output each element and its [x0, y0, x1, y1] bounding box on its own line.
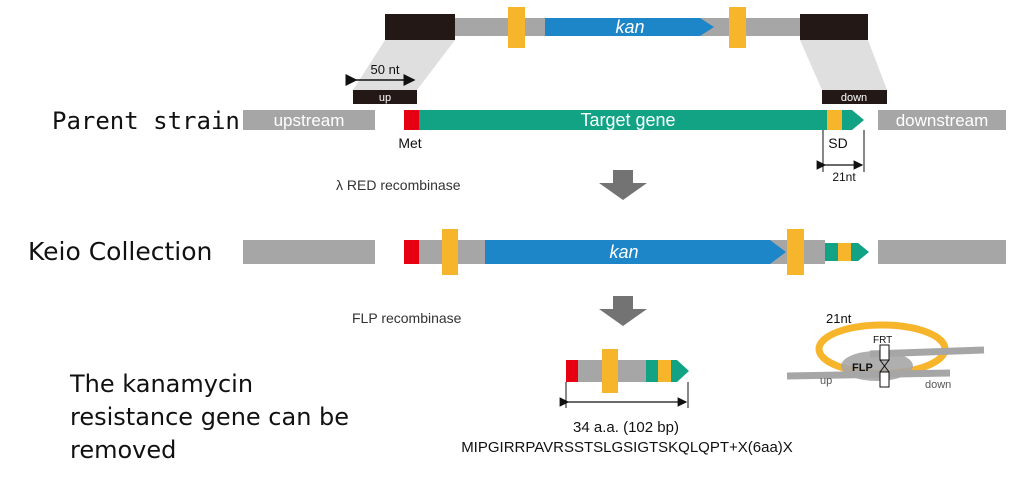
- target-gene-body: [419, 110, 827, 130]
- target-gene-label: Target gene: [580, 110, 675, 130]
- downstream-label: downstream: [896, 111, 989, 130]
- parent-strain-label: Parent strain: [52, 107, 240, 135]
- sd-region: [827, 110, 842, 130]
- sd-label: SD: [828, 135, 847, 151]
- note-line-3: removed: [70, 436, 177, 464]
- cassette-kan-label: kan: [615, 17, 644, 37]
- sd-length-label: 21nt: [832, 170, 856, 184]
- flp-enzyme-label: FLP: [852, 362, 873, 374]
- keio-chromosome: kan: [243, 229, 1006, 275]
- upstream-label: upstream: [274, 111, 345, 130]
- keio-frt-right: [787, 229, 804, 275]
- keio-gene-tail: [825, 243, 838, 261]
- flp-step-label: FLP recombinase: [352, 310, 462, 326]
- lambda-red-label: λ RED recombinase: [336, 177, 461, 193]
- frt-site-bottom: [879, 371, 890, 388]
- frt-site-top: [879, 344, 890, 361]
- step-arrow-2: [599, 296, 647, 326]
- keio-kan-label: kan: [609, 242, 638, 262]
- parent-chromosome: upstream Target gene downstream: [243, 110, 1006, 130]
- cassette-left-homology: [385, 14, 455, 40]
- upstream-region: [243, 110, 375, 130]
- kanamycin-removal-note: The kanamycin resistance gene can be rem…: [70, 368, 349, 467]
- scar-tail-arrow: [671, 360, 689, 382]
- up-homology-label: up: [379, 92, 391, 104]
- keio-tail-arrow: [851, 243, 869, 261]
- keio-met: [404, 240, 419, 264]
- homology-band-right: [800, 40, 887, 90]
- met-label: Met: [398, 135, 421, 151]
- cassette-frt-left: [508, 7, 525, 48]
- cassette-right-homology: [800, 14, 868, 40]
- inset-up-label: up: [820, 375, 832, 387]
- scar-gene-tail: [646, 360, 658, 382]
- up-homology-box: [353, 90, 417, 104]
- note-line-1: The kanamycin: [70, 370, 254, 398]
- down-homology-label: down: [841, 92, 867, 104]
- target-gene-tail-arrow: [842, 110, 864, 130]
- flp-inset: 21nt FLP FRT up down: [786, 311, 985, 391]
- note-line-2: resistance gene can be: [70, 403, 350, 431]
- kan-cassette: kan: [385, 7, 868, 48]
- cassette-kan-arrow: [545, 18, 714, 36]
- keio-sd: [838, 243, 851, 261]
- flp-enzyme: [841, 351, 913, 381]
- step-arrow-1: [599, 170, 647, 200]
- scar-met: [566, 360, 578, 382]
- scar-sd: [658, 360, 671, 382]
- scar-frt: [602, 349, 618, 393]
- scar-construct: [566, 349, 689, 393]
- downstream-region: [878, 110, 1006, 130]
- met-start-codon: [404, 110, 419, 130]
- frt-cross-b: [879, 359, 890, 373]
- keio-upstream: [243, 240, 375, 264]
- frt-label: FRT: [873, 335, 892, 346]
- scar-sequence: MIPGIRRPAVRSSTSLGSIGTSKQLQPT+X(6aa)X: [461, 439, 793, 456]
- keio-kan-arrow: [485, 240, 786, 264]
- homology-length-label: 50 nt: [371, 62, 400, 77]
- down-homology-box: [822, 90, 887, 104]
- keio-collection-label: Keio Collection: [28, 237, 213, 266]
- homology-band-left: [353, 40, 455, 90]
- keio-downstream: [878, 240, 1006, 264]
- flp-inset-length-label: 21nt: [826, 311, 852, 326]
- inset-down-label: down: [925, 379, 951, 391]
- scar-length-label: 34 a.a. (102 bp): [573, 419, 679, 436]
- keio-frt-left: [442, 229, 458, 275]
- cassette-frt-right: [729, 7, 746, 48]
